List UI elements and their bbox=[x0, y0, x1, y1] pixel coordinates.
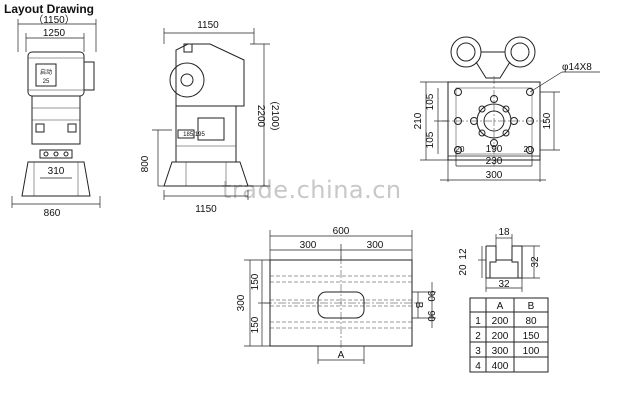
dim-plate-210: 210 bbox=[413, 112, 424, 129]
dim-front-860: 860 bbox=[44, 208, 61, 219]
panel-label-2: 25 bbox=[43, 79, 50, 85]
dim-plate-105-upper: 105 bbox=[425, 93, 436, 110]
dim-table-300-side: 300 bbox=[236, 294, 247, 311]
dim-table-header-b: B bbox=[528, 301, 535, 312]
dim-table-cell: 200 bbox=[492, 316, 509, 327]
dim-front-top-paren: （1150） bbox=[33, 14, 75, 26]
dim-plate-190: 190 bbox=[486, 144, 503, 155]
dim-front-1250: 1250 bbox=[43, 28, 66, 39]
dim-plate-20-left: 20 bbox=[456, 145, 465, 154]
dim-side-1150-bottom: 1150 bbox=[195, 204, 217, 215]
tslot-view: 18 12 20 32 32 bbox=[458, 227, 541, 292]
dim-side-1150-top: 1150 bbox=[197, 20, 219, 31]
dim-table-150-upper: 150 bbox=[250, 273, 261, 290]
dim-table-150-lower: 150 bbox=[250, 316, 261, 333]
table-view: 600 300 300 300 150 150 B 90 90 bbox=[236, 226, 436, 364]
dim-plate-20-right: 20 bbox=[524, 145, 533, 154]
dim-table-cell: 2 bbox=[475, 331, 481, 342]
dim-front-310: 310 bbox=[48, 166, 65, 177]
dim-side-800: 800 bbox=[140, 155, 151, 172]
drawing-title: Layout Drawing bbox=[4, 2, 95, 16]
dim-table-header-a: A bbox=[497, 301, 504, 312]
dim-plate-105-lower: 105 bbox=[425, 131, 436, 148]
dim-table-90-lower: 90 bbox=[425, 310, 436, 322]
dim-table-90-upper: 90 bbox=[425, 290, 436, 302]
front-view: （1150） 1250 启动 25 310 860 bbox=[11, 14, 101, 219]
dim-side-2200: 2200 bbox=[255, 105, 266, 128]
watermark: trade.china.cn bbox=[222, 176, 402, 204]
dim-table-cell: 1 bbox=[475, 316, 481, 327]
dim-table-cell: 150 bbox=[523, 331, 540, 342]
dim-table-cell: 100 bbox=[523, 346, 540, 357]
dim-table-cell: 300 bbox=[492, 346, 509, 357]
dim-tslot-12: 12 bbox=[458, 248, 469, 260]
dim-tslot-18: 18 bbox=[498, 227, 510, 238]
panel-label-1: 启动 bbox=[40, 68, 52, 76]
dim-side-185-195: 185/195 bbox=[183, 132, 205, 138]
dim-table-cell: 200 bbox=[492, 331, 509, 342]
dim-plate-300: 300 bbox=[486, 170, 503, 181]
label-b: B bbox=[413, 302, 424, 309]
dim-plate-150: 150 bbox=[542, 112, 553, 129]
dim-table-cell: 400 bbox=[492, 361, 509, 372]
dim-side-2100: (2100) bbox=[269, 102, 280, 131]
dim-table-600: 600 bbox=[333, 226, 350, 237]
label-a: A bbox=[338, 350, 345, 361]
dim-table-cell: 80 bbox=[525, 316, 537, 327]
dim-plate-230: 230 bbox=[486, 156, 503, 167]
hole-label: φ14X8 bbox=[562, 62, 592, 73]
dim-tslot-32-right: 32 bbox=[530, 256, 541, 268]
dim-tslot-20: 20 bbox=[458, 264, 469, 276]
dim-table-300-left: 300 bbox=[300, 240, 317, 251]
dim-table-cell: 3 bbox=[475, 346, 481, 357]
plate-view: φ14X8 210 105 105 150 20 190 20 230 300 bbox=[413, 36, 600, 182]
dim-table-300-right: 300 bbox=[367, 240, 384, 251]
dim-tslot-32-bottom: 32 bbox=[498, 279, 510, 290]
side-view: 1150 185/195 800 2200 (2100) 1150 bbox=[140, 20, 280, 215]
dim-table-cell: 4 bbox=[475, 361, 481, 372]
dimension-table: A B 1 200 80 2 200 150 3 300 100 4 400 bbox=[469, 297, 549, 373]
